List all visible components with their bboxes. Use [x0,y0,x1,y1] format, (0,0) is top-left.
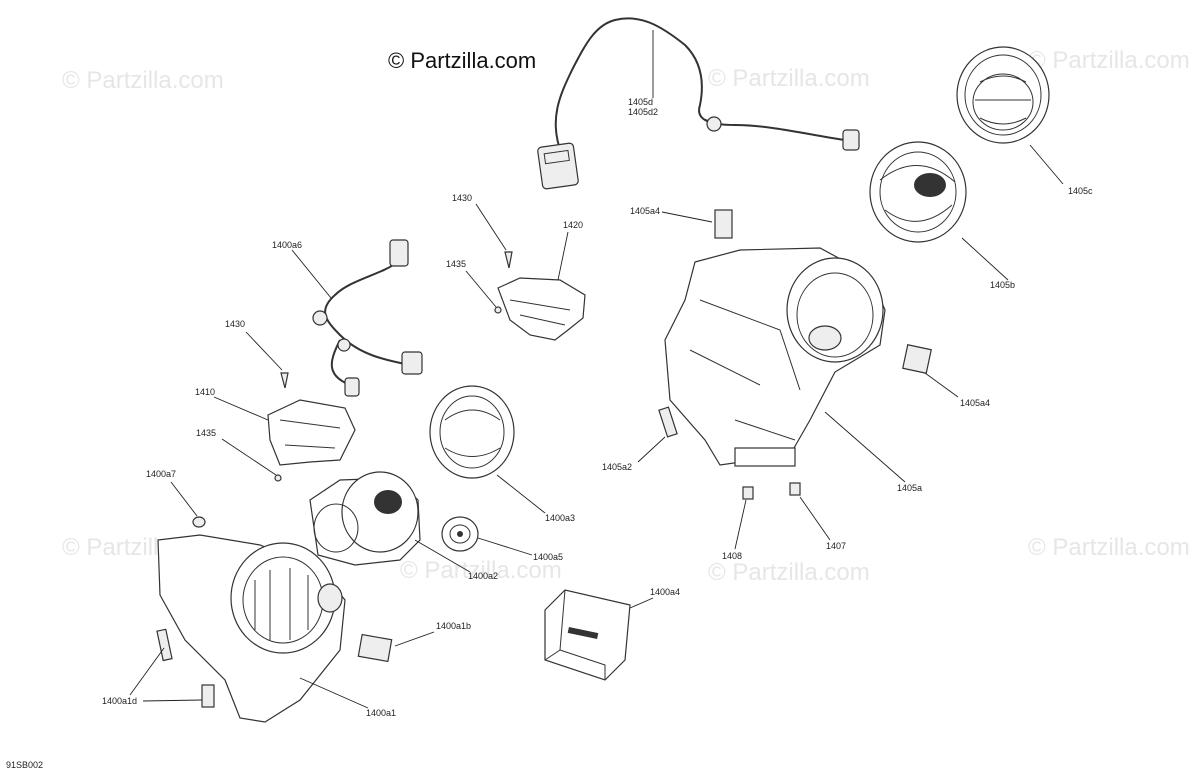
callout-1407: 1407 [826,541,846,551]
part-1430-screw-left[interactable] [280,372,289,389]
callout-1405d: 1405d [628,97,653,107]
callout-1405a4-right: 1405a4 [960,398,990,408]
part-1420-bracket[interactable] [497,277,586,341]
callout-1405c: 1405c [1068,186,1093,196]
callout-labels: 1405d 1405d2 1405c 1405b 1405a4 1405a4 1… [102,97,1093,718]
part-1400a2-speaker[interactable] [309,471,421,566]
callout-1405a4-top: 1405a4 [630,206,660,216]
part-1408-nut[interactable] [742,486,754,500]
part-1435-screw-left[interactable] [274,474,282,482]
part-1430-screw-top[interactable] [504,251,513,269]
leader-lines [129,30,1064,709]
part-1400a6-harness[interactable] [312,239,423,397]
part-1400a1d-pad-small[interactable] [201,684,215,708]
part-1400a7-clip[interactable] [192,516,206,528]
part-1435-screw-top[interactable] [494,306,502,314]
callout-1430-left: 1430 [225,319,245,329]
part-1400a1b-pad[interactable] [357,633,393,663]
callout-1405b: 1405b [990,280,1015,290]
diagram-code: 91SB002 [6,760,43,770]
copyright-notice: © Partzilla.com [388,48,536,73]
callout-1405a2: 1405a2 [602,462,632,472]
part-1400a1d-pad-strip[interactable] [156,628,173,662]
callout-1408: 1408 [722,551,742,561]
callout-1400a3: 1400a3 [545,513,575,523]
part-1400a5-tweeter[interactable] [441,516,479,552]
part-1405a2-pad[interactable] [658,406,678,438]
watermark-bottom-center: © Partzilla.com [400,557,562,584]
watermark-top-center: © Partzilla.com [708,65,870,92]
part-1405a-enclosure[interactable] [664,247,886,467]
part-1405c-grille[interactable] [956,46,1050,144]
part-1400a4-amplifier[interactable] [544,589,631,681]
callout-1400a2: 1400a2 [468,571,498,581]
part-1407-nut[interactable] [789,482,801,496]
watermark-top-left: © Partzilla.com [62,67,224,94]
callout-1400a1b: 1400a1b [436,621,471,631]
part-1405b-speaker[interactable] [869,141,967,243]
part-1405d-harness[interactable] [537,17,860,190]
callout-1400a1: 1400a1 [366,708,396,718]
part-1405a4-pad-top[interactable] [714,209,733,239]
part-1400a3-grille[interactable] [429,385,515,479]
watermark-bottom-right: © Partzilla.com [1028,534,1190,561]
callout-1435-top: 1435 [446,259,466,269]
part-1405a4-pad-right[interactable] [902,344,932,374]
watermark-top-right: © Partzilla.com [1028,47,1190,74]
callout-1405d2: 1405d2 [628,107,658,117]
callout-1420: 1420 [563,220,583,230]
callout-1400a5: 1400a5 [533,552,563,562]
callout-1400a4: 1400a4 [650,587,680,597]
callout-1410: 1410 [195,387,215,397]
callout-1400a6: 1400a6 [272,240,302,250]
watermark-bottom-mid: © Partzilla.com [708,559,870,586]
callout-1400a7: 1400a7 [146,469,176,479]
callout-1430-top: 1430 [452,193,472,203]
part-1400a1-housing[interactable] [157,534,346,723]
callout-1405a: 1405a [897,483,922,493]
part-1410-bracket[interactable] [267,399,356,466]
callout-1435-left: 1435 [196,428,216,438]
callout-1400a1d: 1400a1d [102,696,137,706]
